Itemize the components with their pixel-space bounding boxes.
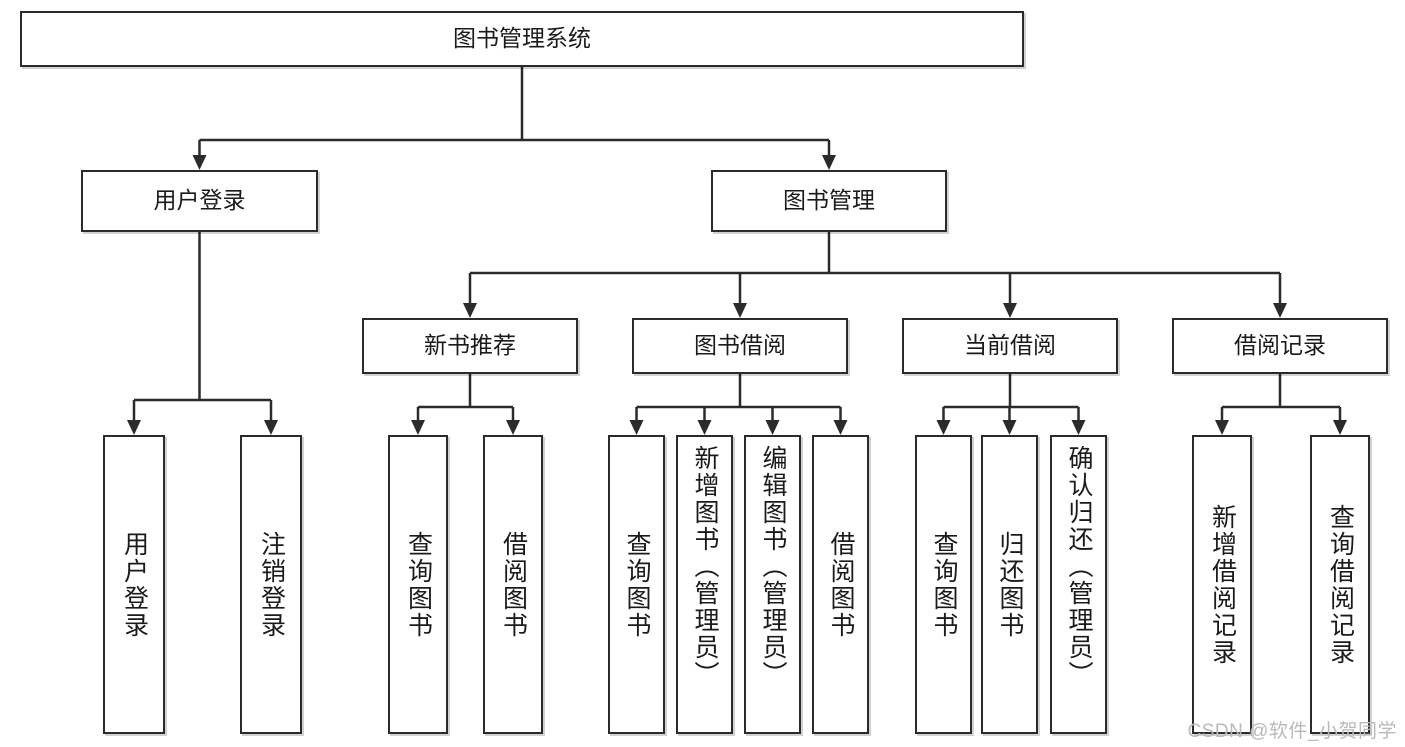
node-leaf-query-record[interactable]: 查询借阅记录 bbox=[1310, 435, 1370, 734]
arrow-head bbox=[127, 420, 141, 435]
node-label: 新增借阅记录 bbox=[1208, 503, 1237, 666]
arrow-head bbox=[411, 420, 425, 435]
arrow-head bbox=[936, 420, 951, 435]
arrow-head bbox=[822, 155, 836, 170]
arrow-head bbox=[506, 420, 520, 435]
node-new-book-rec[interactable]: 新书推荐 bbox=[362, 318, 578, 374]
node-label: 查询借阅记录 bbox=[1326, 503, 1355, 666]
node-label: 注销登录 bbox=[257, 530, 286, 639]
node-label: 新书推荐 bbox=[424, 332, 516, 359]
node-leaf-user-login[interactable]: 用户登录 bbox=[103, 435, 165, 734]
node-label: 查询图书 bbox=[404, 530, 433, 639]
node-leaf-borrow-book-2[interactable]: 借阅图书 bbox=[812, 435, 869, 734]
node-label: 确认归还（管理员） bbox=[1065, 445, 1093, 688]
node-label: 图书借阅 bbox=[694, 332, 786, 359]
node-label: 查询图书 bbox=[930, 530, 958, 639]
arrow-head bbox=[833, 420, 848, 435]
node-leaf-add-book[interactable]: 新增图书（管理员） bbox=[676, 435, 733, 734]
arrow-head bbox=[1333, 420, 1347, 435]
node-leaf-query-book-1[interactable]: 查询图书 bbox=[388, 435, 448, 734]
node-leaf-query-book-3[interactable]: 查询图书 bbox=[915, 435, 972, 734]
arrow-head bbox=[463, 303, 477, 318]
node-label: 用户登录 bbox=[153, 187, 246, 214]
arrow-head bbox=[629, 420, 644, 435]
node-leaf-confirm-return[interactable]: 确认归还（管理员） bbox=[1050, 435, 1107, 734]
arrow-head bbox=[192, 155, 207, 170]
node-label: 借阅图书 bbox=[499, 530, 528, 639]
node-label: 借阅记录 bbox=[1234, 332, 1326, 359]
node-borrow-record[interactable]: 借阅记录 bbox=[1172, 318, 1388, 374]
arrow-head bbox=[1215, 420, 1229, 435]
arrow-head bbox=[1273, 303, 1287, 318]
node-book-manage[interactable]: 图书管理 bbox=[711, 170, 947, 232]
node-leaf-edit-book[interactable]: 编辑图书（管理员） bbox=[744, 435, 801, 734]
node-leaf-logout[interactable]: 注销登录 bbox=[240, 435, 302, 734]
node-label: 归还图书 bbox=[996, 530, 1024, 639]
arrow-head bbox=[733, 303, 747, 318]
node-book-borrow[interactable]: 图书借阅 bbox=[632, 318, 848, 374]
arrow-head bbox=[1071, 420, 1086, 435]
node-user-login[interactable]: 用户登录 bbox=[81, 170, 318, 232]
arrow-head bbox=[1002, 420, 1017, 435]
node-label: 借阅图书 bbox=[827, 530, 855, 639]
arrow-head bbox=[765, 420, 780, 435]
arrow-head bbox=[264, 420, 278, 435]
node-label: 编辑图书（管理员） bbox=[759, 445, 787, 688]
arrow-head bbox=[1003, 303, 1017, 318]
node-leaf-add-record[interactable]: 新增借阅记录 bbox=[1192, 435, 1252, 734]
node-label: 新增图书（管理员） bbox=[691, 445, 719, 688]
node-label: 用户登录 bbox=[120, 530, 149, 639]
arrow-head bbox=[697, 420, 712, 435]
node-label: 图书管理系统 bbox=[453, 25, 591, 52]
node-leaf-return-book[interactable]: 归还图书 bbox=[981, 435, 1038, 734]
node-label: 查询图书 bbox=[623, 530, 651, 639]
node-label: 图书管理 bbox=[783, 187, 875, 214]
node-root[interactable]: 图书管理系统 bbox=[20, 11, 1024, 67]
node-label: 当前借阅 bbox=[964, 332, 1056, 359]
node-leaf-borrow-book-1[interactable]: 借阅图书 bbox=[483, 435, 543, 734]
node-leaf-query-book-2[interactable]: 查询图书 bbox=[608, 435, 665, 734]
node-current-borrow[interactable]: 当前借阅 bbox=[902, 318, 1118, 374]
